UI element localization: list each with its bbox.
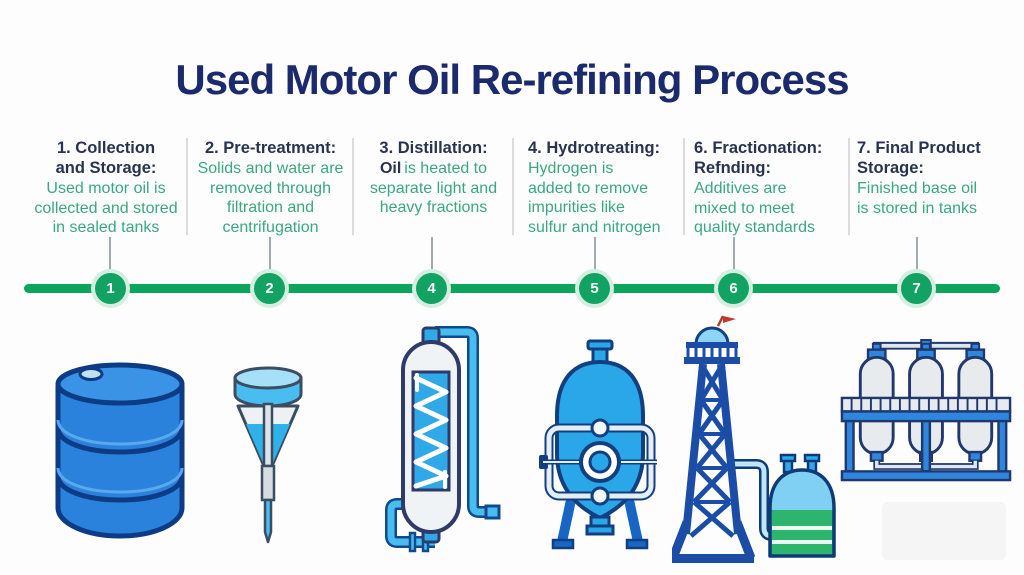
column-divider — [512, 138, 514, 235]
timeline-bar — [24, 284, 1000, 293]
step-body: Finished base oil is stored in tanks — [857, 179, 1015, 218]
timeline-marker-6: 6 — [718, 273, 749, 304]
column-divider — [848, 138, 850, 235]
filtration-funnel-illustration — [229, 362, 307, 553]
step-connector-line — [109, 237, 111, 274]
step-body: Used motor oil is collected and stored i… — [24, 179, 188, 238]
timeline-marker-4: 4 — [416, 273, 447, 304]
step-column-5: 6. Fractionation: Refnding: Additives ar… — [694, 138, 844, 238]
step-connector-line — [594, 237, 596, 274]
step-column-6: 7. Final Product Storage: Finished base … — [857, 138, 1015, 218]
step-body: Additives are mixed to meet quality stan… — [694, 179, 844, 238]
fractionation-tower-illustration — [668, 312, 837, 569]
fractionation-tower-icon — [668, 315, 836, 563]
step-body-text: Finished base oil is stored in tanks — [857, 180, 978, 217]
hydrotreater-icon — [539, 339, 657, 550]
step-connector-line — [431, 237, 433, 274]
step-body-text: Solids and water are removed through fil… — [197, 160, 344, 236]
page-title: Used Motor Oil Re-refining Process — [175, 56, 849, 103]
distillation-column-illustration — [383, 314, 501, 565]
step-body-lead: Oil — [379, 160, 402, 178]
timeline-marker-1: 1 — [95, 273, 126, 304]
column-divider — [186, 138, 188, 235]
step-heading: 3. Distillation: — [379, 139, 488, 157]
step-heading: 4. Hydrotreating: — [528, 139, 661, 157]
timeline-marker-5: 5 — [579, 273, 610, 304]
step-column-4: 4. Hydrotreating: Hydrogen is added to r… — [528, 138, 688, 237]
timeline-marker-7: 7 — [901, 273, 932, 304]
step-connector-line — [733, 237, 735, 274]
funnel-icon — [233, 366, 303, 544]
step-heading: 2. Pre-treatment: — [204, 139, 337, 157]
step-column-2: 2. Pre-treatment: Solids and water are r… — [189, 138, 352, 237]
storage-tanks-illustration — [840, 338, 1012, 488]
step-heading: 1. Collection and Storage: — [55, 139, 157, 178]
storage-tanks-icon — [840, 338, 1012, 482]
step-connector-line — [916, 237, 918, 274]
step-body-text: Hydrogen is added to remove impurities l… — [528, 160, 661, 236]
step-body: Hydrogen is added to remove impurities l… — [528, 159, 688, 237]
step-heading: 7. Final Product Storage: — [857, 139, 981, 178]
step-body-text: is heated to separate light and heavy fr… — [369, 160, 498, 217]
step-body-text: Used motor oil is collected and stored i… — [34, 180, 178, 237]
step-body: Solids and water are removed through fil… — [189, 159, 352, 237]
step-heading: 6. Fractionation: Refnding: — [694, 139, 823, 178]
hydrotreating-vessel-illustration — [537, 336, 663, 563]
step-connector-line — [269, 237, 271, 274]
timeline-marker-2: 2 — [254, 273, 285, 304]
oil-drum-illustration — [50, 356, 190, 549]
faded-watermark-area — [882, 502, 1006, 560]
step-column-1: 1. Collection and Storage: Used motor oi… — [24, 138, 188, 238]
step-body-text: Additives are mixed to meet quality stan… — [694, 180, 815, 237]
column-divider — [683, 138, 685, 235]
column-divider — [352, 138, 354, 235]
distillation-column-icon — [385, 326, 501, 553]
oil-drum-icon — [55, 362, 185, 539]
